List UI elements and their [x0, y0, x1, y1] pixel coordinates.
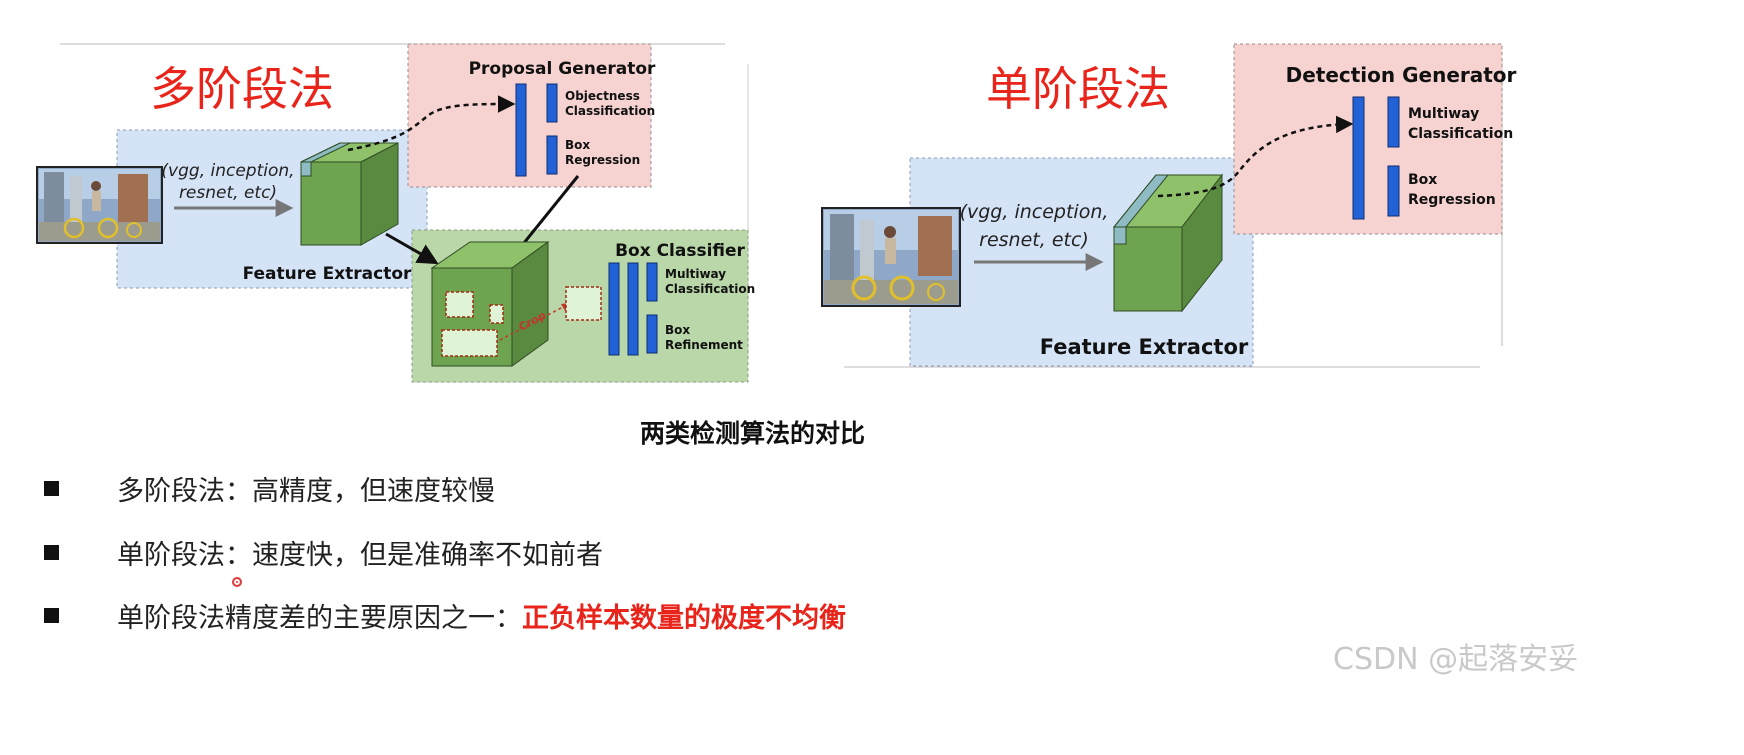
bullet-square-icon — [44, 480, 59, 496]
bullet-item: 多阶段法：高精度，但速度较慢 — [44, 470, 495, 507]
watermark: CSDN @起落安妥 — [1333, 642, 1579, 677]
backbone-label-line2: resnet, etc) — [179, 183, 277, 203]
multiway-label-line2: Classification — [1408, 126, 1513, 142]
box-refinement-head-bar — [646, 314, 658, 354]
backbone-cube — [300, 142, 399, 246]
box-refinement-label-line2: Refinement — [665, 338, 743, 352]
multi-stage-diagram: (vgg, inception, resnet, etc) Feature Ex… — [0, 0, 760, 400]
classifier-fc-bar — [608, 262, 620, 356]
bullet-text: 多阶段法：高精度，但速度较慢 — [117, 475, 495, 507]
proposal-flow-arrow — [347, 95, 516, 152]
detection-flow-arrow — [1157, 115, 1354, 198]
bullet-emphasis-text: 正负样本数量的极度不均衡 — [522, 602, 846, 634]
cropped-roi — [565, 286, 602, 321]
classifier-fc-bar — [627, 262, 639, 356]
backbone-cube — [1112, 173, 1224, 313]
crop-arrow — [499, 305, 566, 341]
proposal-feature-bar — [515, 83, 527, 177]
multiway-head-bar — [646, 262, 658, 302]
single-stage-diagram-svg: (vgg, inception, resnet, etc) Feature Ex… — [821, 43, 1517, 368]
box-regression-label-line1: Box — [565, 138, 590, 152]
box-regression-label-line1: Box — [1408, 172, 1437, 188]
bullet-square-icon — [44, 607, 59, 623]
single-stage-diagram: (vgg, inception, resnet, etc) Feature Ex… — [800, 0, 1520, 400]
detection-generator-title: Detection Generator — [1286, 63, 1517, 87]
input-photo — [821, 207, 961, 307]
bullet-text: 单阶段法：速度快，但是准确率不如前者 — [117, 539, 603, 571]
backbone-label-line1: (vgg, inception, — [161, 161, 294, 181]
box-regression-head-bar — [1387, 165, 1400, 217]
input-photo — [36, 166, 163, 244]
multiway-label-line1: Multiway — [1408, 106, 1479, 122]
box-regression-head-bar — [546, 135, 558, 175]
feature-extractor-label: Feature Extractor — [243, 264, 412, 284]
feature-extractor-label: Feature Extractor — [1040, 335, 1249, 359]
figure-caption: 两类检测算法的对比 — [640, 419, 866, 448]
objectness-head-bar — [546, 83, 558, 123]
box-regression-label-line2: Regression — [1408, 192, 1496, 208]
single-stage-title: 单阶段法 — [986, 62, 1170, 116]
pointer-dot-icon — [232, 577, 242, 587]
objectness-label-line2: Classification — [565, 104, 655, 118]
box-refinement-label-line1: Box — [665, 323, 690, 337]
multiway-label-line1: Multiway — [665, 267, 726, 281]
detection-feature-bar — [1352, 96, 1365, 220]
roi-feature-cube — [430, 241, 550, 367]
multiway-label-line2: Classification — [665, 282, 755, 296]
multi-stage-diagram-svg: (vgg, inception, resnet, etc) Feature Ex… — [36, 43, 755, 383]
bullet-item: 单阶段法精度差的主要原因之一：正负样本数量的极度不均衡 — [44, 597, 846, 634]
bullet-square-icon — [44, 544, 59, 560]
proposal-generator-region — [407, 43, 652, 188]
objectness-label-line1: Objectness — [565, 89, 640, 103]
multi-stage-title: 多阶段法 — [150, 62, 334, 116]
backbone-label-line2: resnet, etc) — [979, 229, 1089, 251]
bullet-item: 单阶段法：速度快，但是准确率不如前者 — [44, 534, 603, 571]
backbone-label-line1: (vgg, inception, — [960, 201, 1109, 223]
bullet-text: 单阶段法精度差的主要原因之一： — [117, 602, 522, 634]
proposal-generator-title: Proposal Generator — [469, 59, 656, 79]
box-classifier-title: Box Classifier — [615, 241, 745, 261]
feature-flow-arrow — [385, 232, 439, 265]
multiway-head-bar — [1387, 96, 1400, 148]
box-regression-label-line2: Regression — [565, 153, 640, 167]
